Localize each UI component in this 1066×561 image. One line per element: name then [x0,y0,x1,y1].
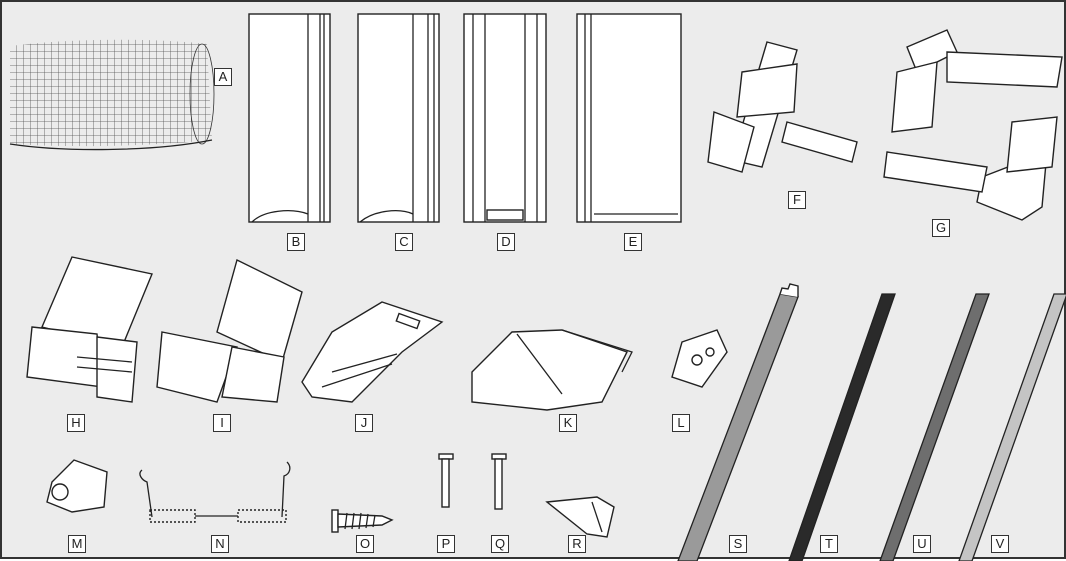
clip-j [301,301,444,403]
label-h: H [67,414,85,432]
profile-e [576,13,682,223]
label-k: K [559,414,577,432]
profile-c [357,13,440,223]
label-f: F [788,191,806,209]
bracket-l [671,329,728,388]
label-l: L [672,414,690,432]
label-e: E [624,233,642,251]
corner-connectors [883,29,1063,221]
label-d: D [497,233,515,251]
label-n: N [211,535,229,553]
label-b: B [287,233,305,251]
profile-b [248,13,331,223]
strips [677,283,1066,561]
label-t: T [820,535,838,553]
clip-k [471,329,633,411]
label-o: O [356,535,374,553]
label-u: U [913,535,931,553]
end-cap-h [26,256,153,403]
mesh-roll [9,39,215,151]
label-v: V [991,535,1009,553]
label-a: A [214,68,232,86]
pin-q [491,453,507,510]
end-cap-i [156,258,303,403]
label-q: Q [491,535,509,553]
label-j: J [355,414,373,432]
screw-o [331,509,394,533]
label-i: I [213,414,231,432]
label-r: R [568,535,586,553]
spring-n [139,461,291,523]
label-p: P [437,535,455,553]
wedge-r [545,496,615,538]
label-g: G [932,219,950,237]
label-c: C [395,233,413,251]
pin-p [438,453,454,508]
label-m: M [68,535,86,553]
profile-d [463,13,547,223]
clip-m [46,459,108,513]
t-connector [707,41,858,173]
label-s: S [729,535,747,553]
